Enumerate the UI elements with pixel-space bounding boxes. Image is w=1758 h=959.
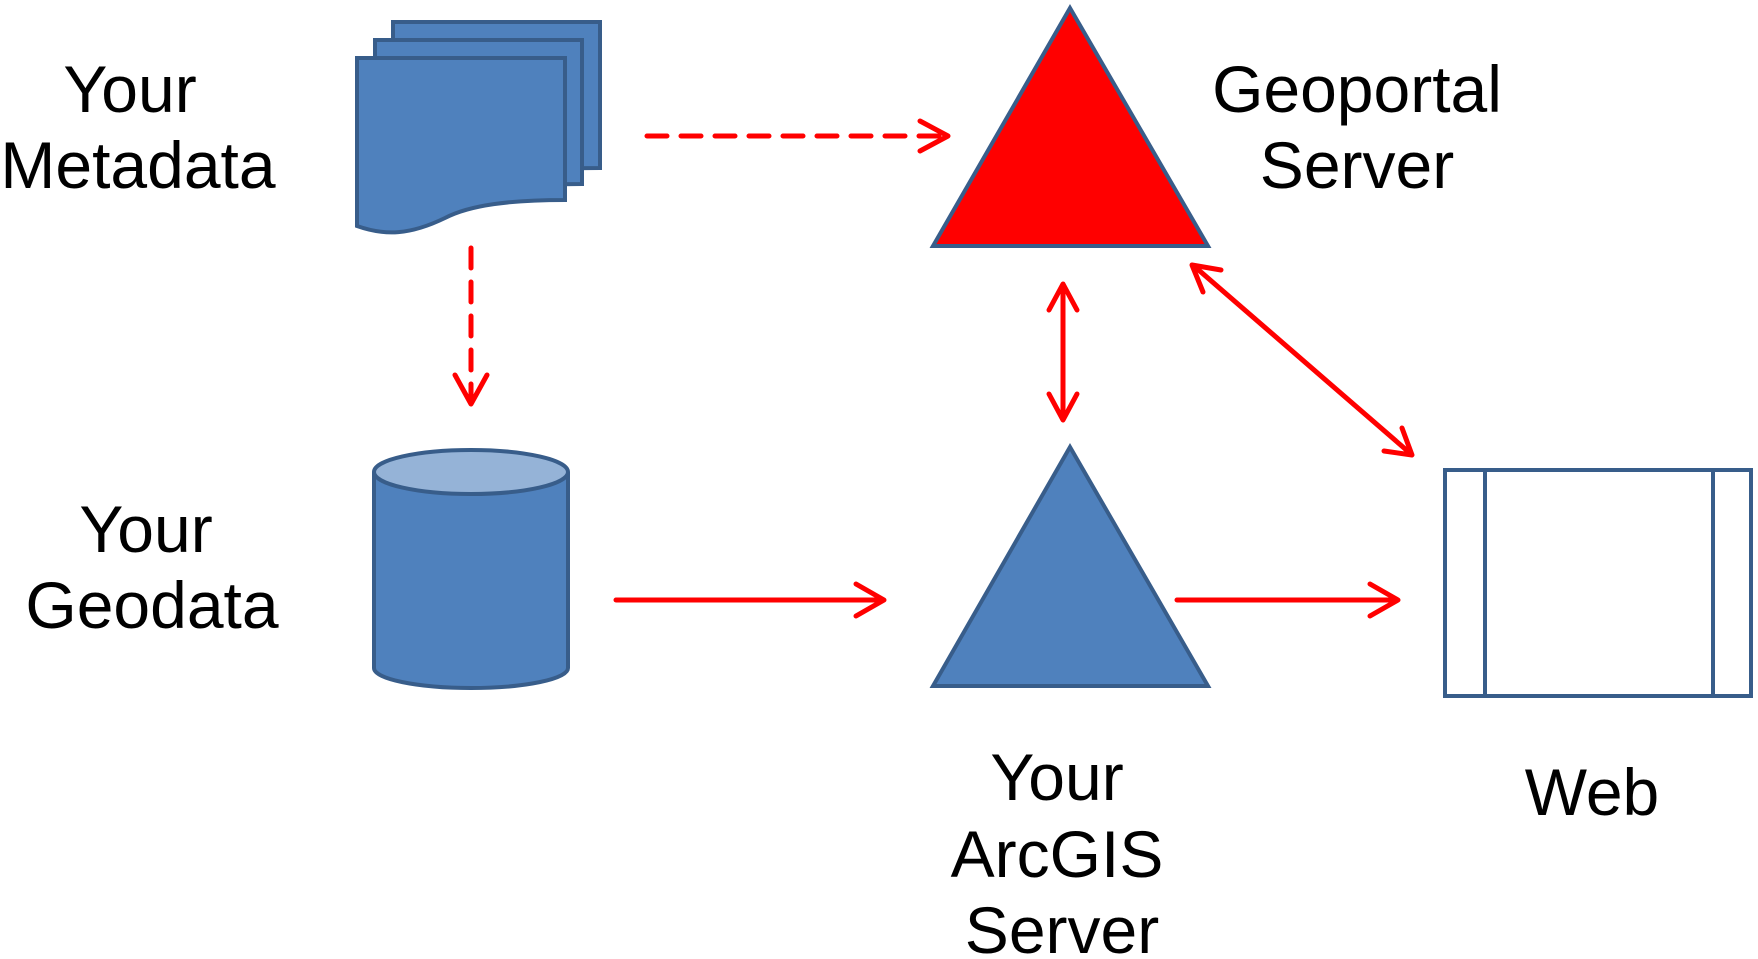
arcgis-label-line2: ArcGIS — [951, 817, 1164, 891]
metadata-label-line1: Your — [63, 52, 196, 126]
web-window-frame — [1443, 468, 1753, 698]
metadata-label-line2: Metadata — [0, 128, 275, 202]
arrow-arcgis-to-web — [1174, 581, 1401, 619]
arrow-metadata-to-geodata — [452, 245, 490, 407]
arrow-geodata-to-arcgis — [613, 581, 887, 619]
arcgis-label-line3: Server — [965, 893, 1159, 959]
arrows — [452, 118, 1415, 619]
document-front — [355, 56, 567, 235]
geoportal-label-line2: Server — [1260, 128, 1454, 202]
arcgis-triangle-icon — [929, 442, 1212, 688]
web-label: Web — [1525, 755, 1660, 829]
cylinder-top — [372, 448, 570, 496]
stacked-documents-icon — [355, 20, 602, 235]
arrow-geoportal-web-bidirectional — [1189, 262, 1415, 458]
geoportal-triangle-icon — [929, 4, 1212, 248]
arrow-geoportal-arcgis-bidirectional — [1046, 281, 1080, 423]
geoportal-label-line1: Geoportal — [1212, 52, 1502, 126]
database-cylinder-icon — [372, 448, 570, 690]
geodata-label-line1: Your — [79, 492, 212, 566]
cylinder-body — [372, 472, 570, 690]
arrow-metadata-to-geoportal — [644, 118, 951, 154]
browser-window-icon — [1443, 468, 1753, 698]
geodata-label-line2: Geodata — [25, 568, 278, 642]
arcgis-label-line1: Your — [990, 740, 1123, 814]
